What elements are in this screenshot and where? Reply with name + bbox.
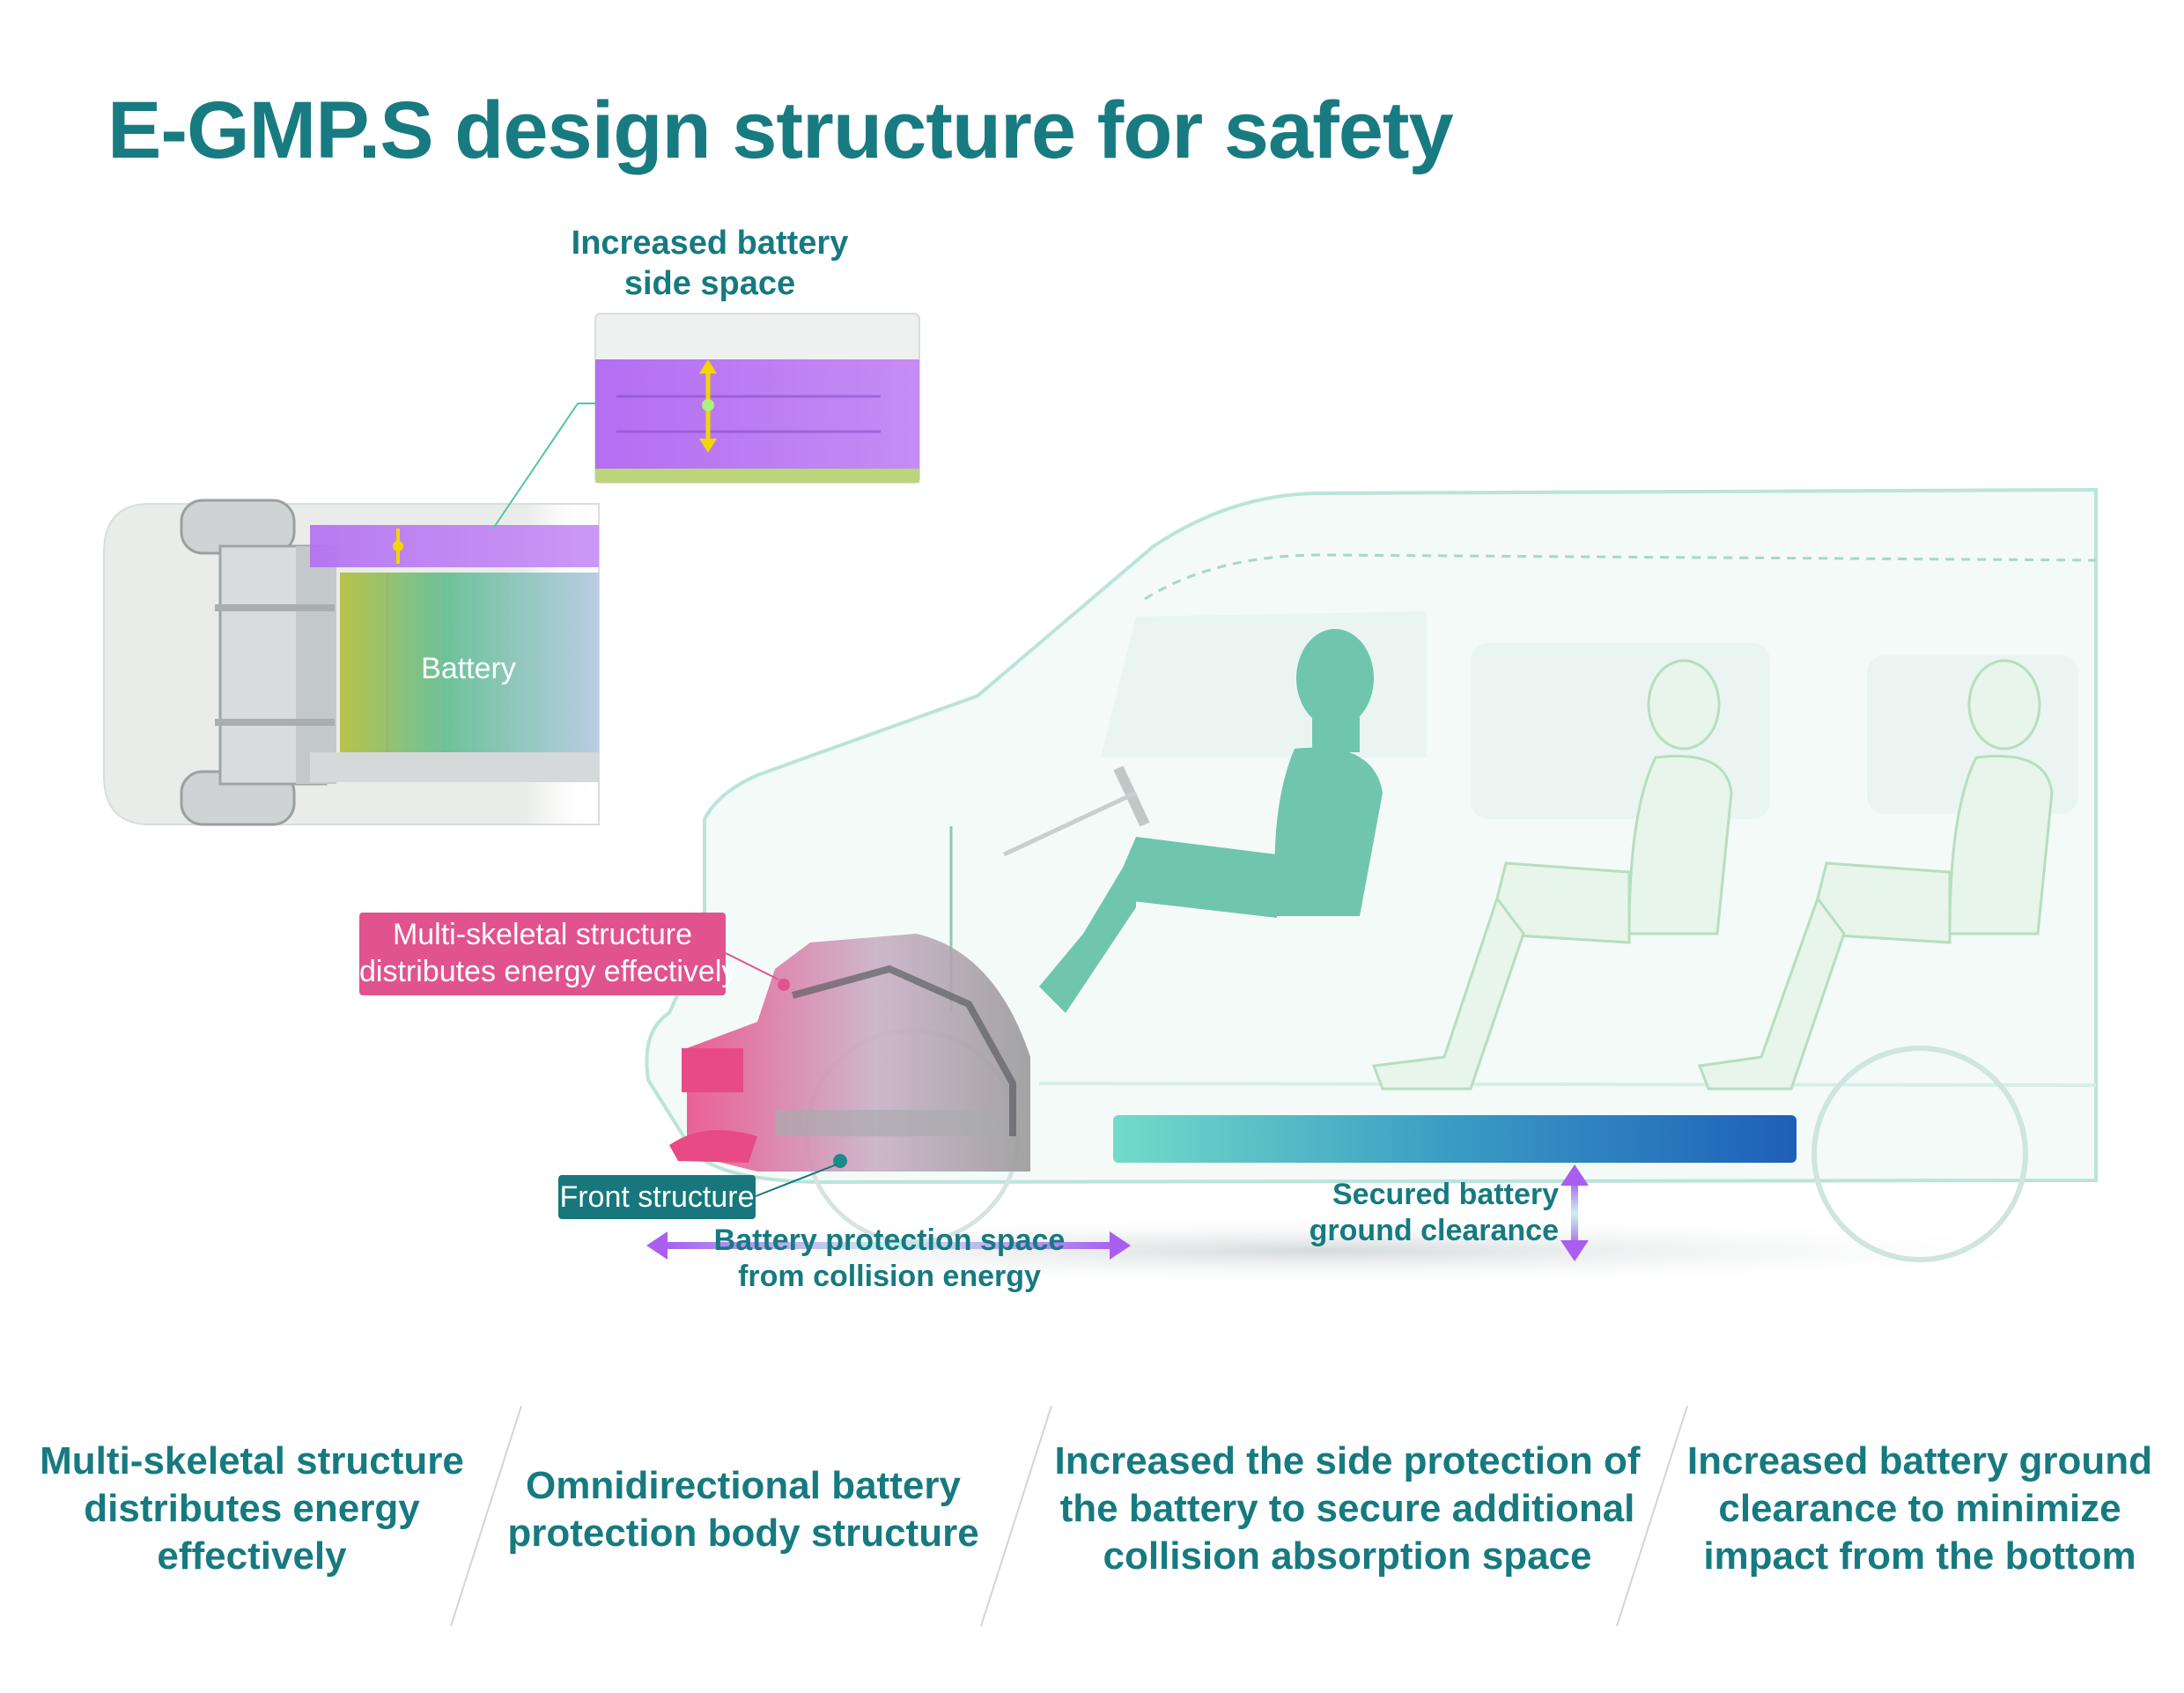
ground-clearance-arrow: [1561, 1164, 1589, 1261]
side-space-label: Increased battery side space: [534, 224, 886, 304]
caption-omnidirectional: Omnidirectional battery protection body …: [507, 1464, 979, 1555]
caption-side-protection: Increased the side protection of the bat…: [1054, 1439, 1641, 1578]
driver-figure: [1002, 629, 1383, 1013]
side-space-label-line2: side space: [623, 264, 796, 302]
battery-label: Battery: [421, 652, 516, 685]
front-structure-graphic: [669, 934, 1030, 1172]
passenger-figure-rear: [1697, 659, 2054, 1090]
multi-skeletal-tag-line1: Multi-skeletal structure: [392, 918, 693, 951]
front-structure-tag: Front structure: [558, 1175, 756, 1219]
side-space-inset: [594, 313, 920, 484]
multi-skeletal-tag: Multi-skeletal structure distributes ene…: [359, 913, 737, 995]
protection-space-arrow: [646, 1231, 1131, 1260]
passenger-figure-middle: [1371, 659, 1733, 1090]
ground-clearance-label-line1: Secured battery: [1332, 1178, 1559, 1211]
battery-pack-bar: [1113, 1115, 1797, 1163]
side-space-label-line1: Increased battery: [571, 225, 849, 262]
page-title: E-GMP.S design structure for safety: [107, 85, 1454, 175]
ground-clearance-label-line2: ground clearance: [1309, 1213, 1559, 1247]
protection-space-label: Battery protection space from collision …: [696, 1223, 1083, 1295]
protection-space-label-line2: from collision energy: [738, 1259, 1041, 1293]
ground-clearance-label: Secured battery ground clearance: [1268, 1177, 1559, 1249]
multi-skeletal-tag-line2: distributes energy effectively: [359, 955, 737, 988]
top-view-chassis: [103, 499, 600, 826]
caption-multi-skeletal: Multi-skeletal structure distributes ene…: [40, 1439, 464, 1578]
protection-space-label-line1: Battery protection space: [713, 1224, 1066, 1257]
caption-ground-clearance: Increased battery ground clearance to mi…: [1686, 1439, 2153, 1578]
